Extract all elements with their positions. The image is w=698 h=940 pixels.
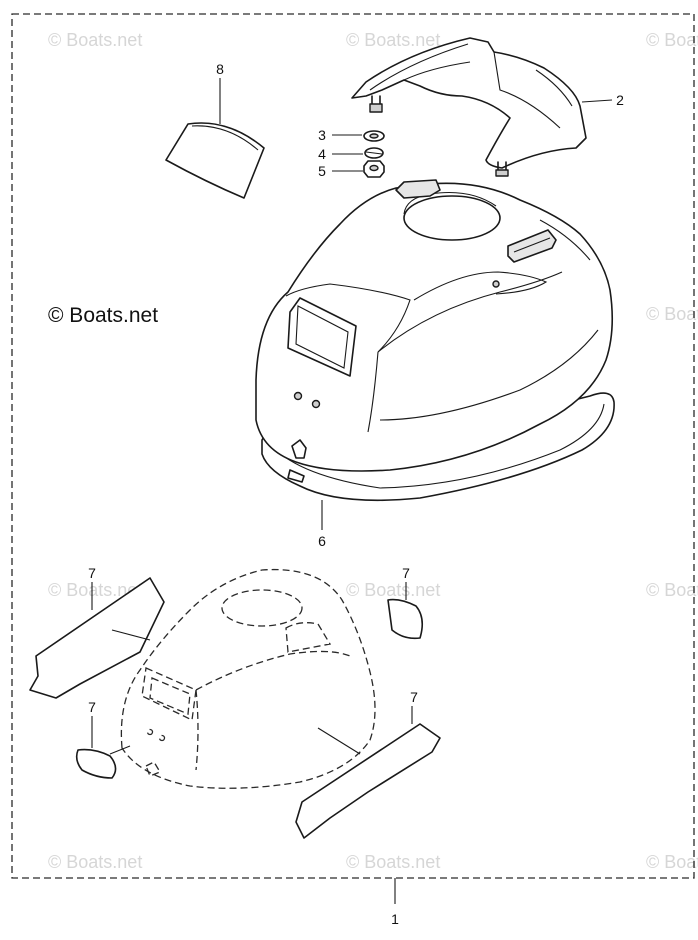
part-7-decal-left-large: [29, 577, 165, 699]
watermark-top-center: © Boats.net: [346, 30, 440, 50]
callout-6: 6: [318, 533, 326, 549]
assembly-boundary: [11, 13, 695, 879]
callout-4: 4: [318, 146, 326, 162]
watermark-bottom-right: © Boats.net: [646, 852, 698, 872]
callout-2: 2: [616, 92, 624, 108]
watermark-top-right: © Boats.net: [646, 30, 698, 50]
watermark-low-center: © Boats.net: [346, 580, 440, 600]
part-7-decal-left-small: [75, 716, 131, 779]
engine-cover-main: [255, 179, 615, 530]
callout-7-left-small: 7: [88, 699, 96, 715]
watermark-bottom-center: © Boats.net: [346, 852, 440, 872]
part-3-washer: [332, 130, 385, 142]
watermark-top-left: © Boats.net: [48, 30, 142, 50]
watermark-low-right: © Boats.net: [646, 580, 698, 600]
part-4-lock-washer: [332, 147, 384, 159]
callout-8: 8: [216, 61, 224, 77]
callout-3: 3: [318, 127, 326, 143]
engine-cover-outline: [120, 568, 396, 904]
callouts: 8 2 3 4 5 6 7 7 7 7 1: [88, 61, 624, 927]
callout-7-left-large: 7: [88, 565, 96, 581]
callout-5: 5: [318, 163, 326, 179]
callout-7-right-large: 7: [410, 689, 418, 705]
part-7-decal-right-large: [295, 706, 441, 839]
callout-7-right-small: 7: [402, 565, 410, 581]
part-8-pad: [165, 78, 265, 199]
part-5-nut: [332, 160, 385, 178]
watermark-low-left: © Boats.net: [48, 580, 142, 600]
part-7-decal-right-small: [387, 582, 424, 640]
watermark-mid-right: © Boats.net: [646, 304, 698, 324]
copyright-text: © Boats.net: [48, 304, 158, 327]
part-2-trim-cover: [351, 37, 613, 177]
watermark-bottom-left: © Boats.net: [48, 852, 142, 872]
callout-1: 1: [391, 911, 399, 927]
